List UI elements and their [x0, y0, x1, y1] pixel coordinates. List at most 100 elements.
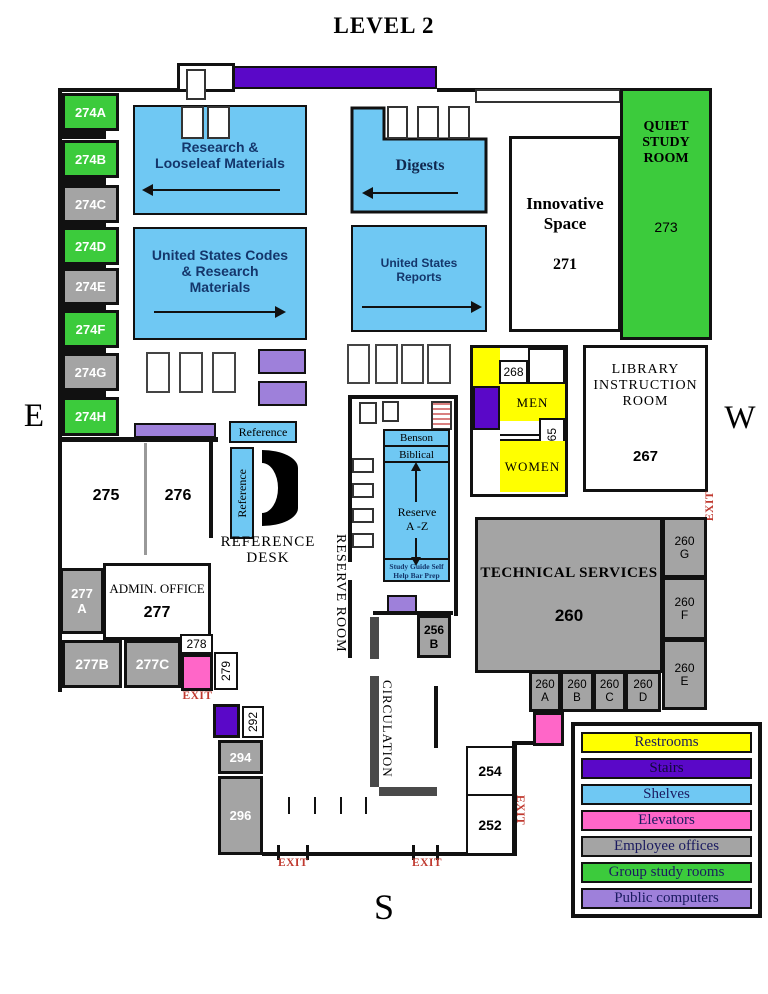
- divider: [383, 558, 450, 560]
- carrel: [186, 69, 206, 100]
- public-computer-station: [258, 349, 306, 374]
- page-title: LEVEL 2: [333, 13, 435, 38]
- exit-label: EXIT: [182, 689, 213, 702]
- arrow-right-icon: [154, 306, 286, 318]
- room-274D: 274D: [62, 227, 119, 265]
- reference-shelf: Reference: [230, 447, 254, 539]
- wall: [454, 398, 458, 616]
- room-innovative-space-271: Innovative Space 271: [509, 136, 621, 332]
- wall: [60, 348, 106, 353]
- arrow-left-icon: [142, 184, 280, 196]
- door-marker: [314, 797, 316, 814]
- arrow-right-icon: [362, 302, 482, 312]
- room-277B: 277B: [62, 640, 122, 688]
- table: [375, 344, 398, 384]
- room-quiet-study-273: QUIET STUDY ROOM 273: [620, 88, 712, 340]
- carrel: [207, 106, 230, 139]
- room-274G: 274G: [62, 353, 119, 391]
- circulation-desk: [370, 617, 379, 659]
- wall: [348, 580, 352, 658]
- room-292: 292: [242, 706, 264, 738]
- exit-label: EXIT: [411, 856, 443, 869]
- legend-item-group-study-rooms: Group study rooms: [581, 862, 752, 883]
- table: [347, 344, 370, 384]
- door-marker: [436, 845, 439, 860]
- copier-icon: [431, 401, 452, 430]
- wall: [60, 391, 106, 397]
- room-admin-office-277: ADMIN. OFFICE 277: [103, 563, 211, 640]
- public-computer-station: [134, 423, 216, 438]
- carrel: [387, 106, 408, 139]
- door-marker: [365, 797, 367, 814]
- compass-south: S: [373, 887, 395, 927]
- room-men: MEN: [500, 384, 565, 421]
- shelf-area-digests: [350, 106, 488, 214]
- room-274E: 274E: [62, 268, 119, 305]
- wall: [262, 852, 515, 856]
- restroom-area: [473, 348, 500, 386]
- divider: [383, 445, 450, 447]
- elevator: [181, 654, 213, 691]
- wall: [500, 439, 539, 441]
- legend-item-employee-offices: Employee offices: [581, 836, 752, 857]
- room-274A: 274A: [62, 93, 119, 131]
- wall: [60, 131, 106, 139]
- room-274C: 274C: [62, 185, 119, 223]
- door-marker: [277, 845, 280, 860]
- carrel: [417, 106, 439, 139]
- wall: [60, 305, 106, 310]
- carrel: [359, 402, 377, 424]
- restroom-block: 268 MEN 265 WOMEN: [470, 345, 568, 497]
- legend: Restrooms Stairs Shelves Elevators Emplo…: [571, 722, 762, 918]
- utility-room: [528, 348, 565, 384]
- door-marker: [306, 845, 309, 860]
- circulation-label: CIRCULATION: [380, 680, 395, 778]
- table: [212, 352, 236, 393]
- reserve-shelf-section: Benson: [400, 431, 433, 444]
- door-marker: [288, 797, 290, 814]
- wall: [512, 741, 517, 856]
- carrel: [448, 106, 470, 139]
- table: [401, 344, 424, 384]
- room-276: 276: [164, 487, 192, 504]
- wall: [58, 88, 180, 92]
- wall: [60, 178, 106, 185]
- public-computer-station: [258, 381, 307, 406]
- wall: [500, 434, 539, 436]
- legend-item-shelves: Shelves: [581, 784, 752, 805]
- exit-label: EXIT: [514, 794, 526, 826]
- wall: [58, 440, 62, 692]
- compass-east: E: [23, 397, 45, 434]
- room-278: 278: [180, 634, 213, 654]
- table: [427, 344, 451, 384]
- arrow-down-icon: [411, 538, 421, 566]
- reserve-room-label: RESERVE ROOM: [333, 534, 348, 653]
- legend-item-public-computers: Public computers: [581, 888, 752, 909]
- wall: [60, 223, 106, 227]
- shelf-area-label: Digests: [395, 157, 445, 174]
- wall: [58, 437, 218, 442]
- room-divider: [144, 443, 147, 555]
- room-274B: 274B: [62, 140, 119, 178]
- exit-label: EXIT: [277, 856, 309, 869]
- wall: [348, 398, 352, 562]
- wall: [373, 611, 453, 615]
- wall: [434, 686, 438, 748]
- stairs: [213, 704, 240, 738]
- room-294: 294: [218, 740, 263, 774]
- stairs: [233, 66, 437, 89]
- wall: [348, 395, 458, 399]
- room-technical-services-260: TECHNICAL SERVICES 260: [475, 517, 663, 673]
- room-women: WOMEN: [500, 441, 565, 492]
- wall: [209, 440, 213, 538]
- shelf-unit: [352, 533, 374, 548]
- arrow-up-icon: [411, 462, 421, 502]
- shelf-area-label: Research &Looseleaf Materials: [155, 139, 285, 171]
